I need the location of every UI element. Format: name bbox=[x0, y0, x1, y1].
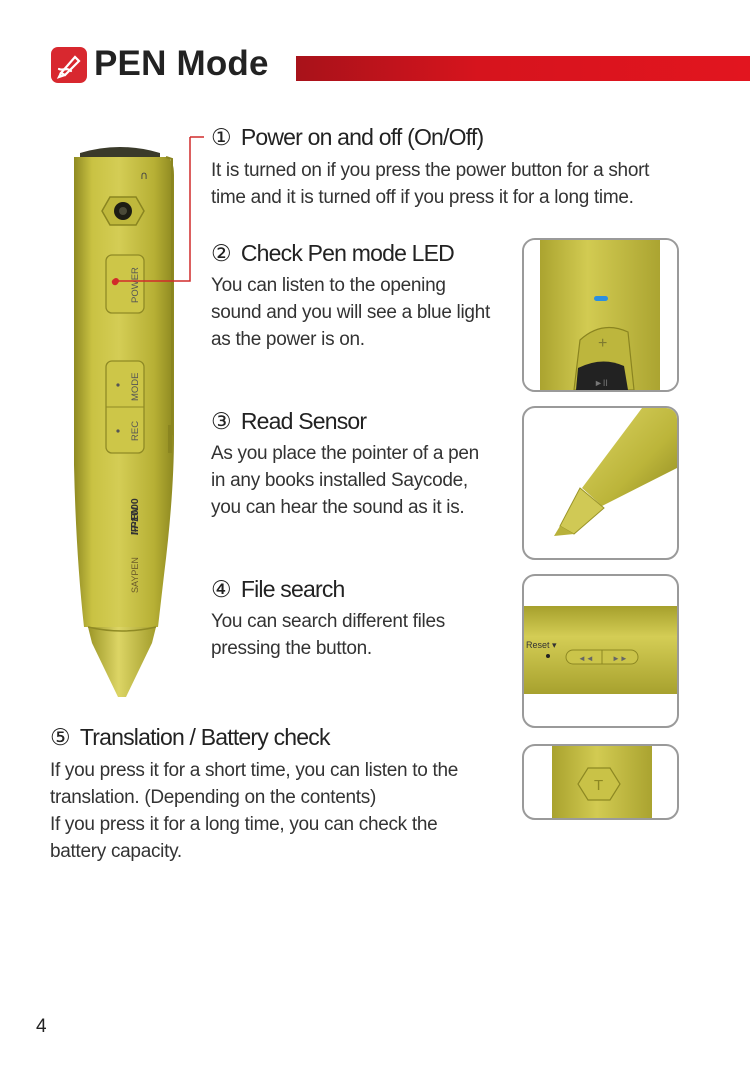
mode-label: MODE bbox=[130, 373, 141, 402]
translate-icon: T bbox=[594, 777, 603, 794]
svg-text:►II: ►II bbox=[594, 378, 608, 388]
svg-text:◄◄: ◄◄ bbox=[578, 654, 594, 663]
svg-text:►►: ►► bbox=[612, 654, 628, 663]
led-photo: + ►II bbox=[522, 238, 679, 392]
reset-label: Reset ▾ bbox=[526, 640, 557, 650]
svg-text:+: + bbox=[598, 335, 607, 352]
rec-label: REC bbox=[130, 421, 141, 441]
svg-text:∩: ∩ bbox=[140, 169, 148, 182]
brand-logo: SAYPEN bbox=[130, 557, 140, 593]
callout-line bbox=[113, 136, 204, 284]
header-bar bbox=[296, 56, 750, 81]
section-4-body: You can search different files pressing … bbox=[211, 611, 445, 659]
product-label: I-PEN bbox=[129, 507, 141, 535]
section-1-body: It is turned on if you press the power b… bbox=[211, 160, 650, 208]
blue-led-icon bbox=[594, 296, 608, 301]
section-5-body: If you press it for a short time, you ca… bbox=[50, 760, 459, 862]
translate-button-photo: T bbox=[522, 744, 679, 820]
file-search-photo: Reset ▾ ◄◄ ►► bbox=[522, 574, 679, 728]
pen-illustration: ∩ POWER MODE REC IP-1000 I-PEN SAYPEN bbox=[74, 147, 174, 697]
power-label: POWER bbox=[130, 267, 141, 303]
page-title: PEN Mode bbox=[94, 44, 269, 83]
page-number: 4 bbox=[36, 1016, 47, 1037]
pen-mode-icon bbox=[51, 47, 87, 83]
model-label: IP-1000 bbox=[129, 498, 141, 535]
section-2-body: You can listen to the opening sound and … bbox=[211, 275, 490, 350]
sensor-tip-photo bbox=[522, 406, 679, 560]
section-3-body: As you place the pointer of a pen in any… bbox=[211, 443, 479, 518]
